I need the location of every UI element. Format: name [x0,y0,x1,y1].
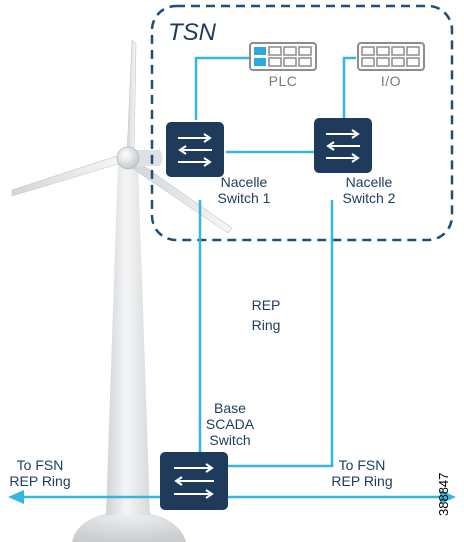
nacelle-switch-1-label-line1: Nacelle [221,174,268,190]
rep-ring-label-line1: REP [252,297,281,313]
right-fsn-label-line1: To FSN [339,457,386,473]
link-plc-nacelle1 [194,56,250,120]
turbine-blade-up [126,39,137,156]
turbine-tower [106,162,150,515]
switch-arrows-icon [174,463,214,499]
tsn-zone-border [150,4,454,242]
plc-label: PLC [269,73,298,89]
nacelle-switch-2-label-line2: Switch 2 [343,190,396,206]
link-io-nacelle2 [342,56,356,120]
plc-ports [268,46,312,67]
plc-device: PLC [249,42,317,89]
turbine-foundation [72,510,186,542]
right-fsn-label-line2: REP Ring [331,473,392,489]
nacelle-switch-2 [314,118,372,173]
rep-ring-label-line2: Ring [252,317,281,333]
fsn-arrow-right-icon [440,490,456,504]
network-links [194,56,356,468]
nacelle-switch-1-label-line2: Switch 1 [218,190,271,206]
figure-id: 388847 [436,473,451,516]
turbine-hub [116,146,140,170]
turbine-blade-left [11,154,121,197]
link-nacelle2-base [228,200,334,468]
fsn-arrow-left-icon [8,490,24,504]
left-fsn-label-line1: To FSN [17,457,64,473]
switch-arrows-icon [326,129,360,163]
io-label: I/O [381,73,401,89]
base-switch-label-line1: Base [214,400,246,416]
io-ports [361,46,420,67]
nacelle-switch-1 [166,122,224,177]
nacelle-switch-2-label-line1: Nacelle [346,174,393,190]
base-switch-label-line2: SCADA [206,416,255,432]
switch-arrows-icon [178,133,212,167]
plc-active-port-2 [254,58,266,66]
base-scada-switch [160,452,228,510]
left-fsn-label-line2: REP Ring [9,473,70,489]
base-switch-label-line3: Switch [209,432,250,448]
io-device: I/O [357,42,425,89]
fsn-link [8,490,456,504]
tsn-zone-label: TSN [168,19,217,46]
plc-active-port [254,47,266,55]
